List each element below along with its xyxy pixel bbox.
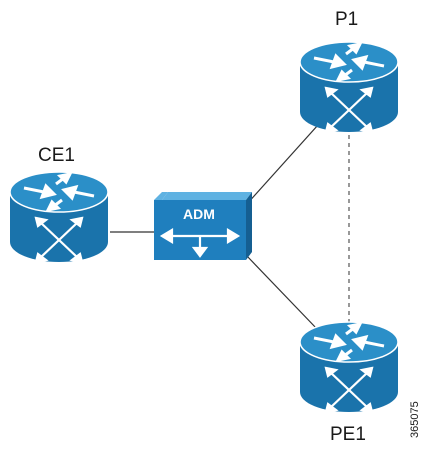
pe1-label: PE1 xyxy=(330,424,366,445)
router-ce1-icon xyxy=(9,171,109,264)
p1-label: P1 xyxy=(335,9,359,30)
adm-icon xyxy=(154,192,252,260)
figure-id: 365075 xyxy=(409,401,421,438)
router-pe1-icon xyxy=(299,321,399,414)
links xyxy=(110,124,350,331)
link-adm-pe1 xyxy=(245,254,319,331)
adm-label: ADM xyxy=(183,206,215,222)
link-adm-p1 xyxy=(245,124,319,206)
router-p1-icon xyxy=(299,41,399,134)
ce1-label: CE1 xyxy=(38,145,75,166)
